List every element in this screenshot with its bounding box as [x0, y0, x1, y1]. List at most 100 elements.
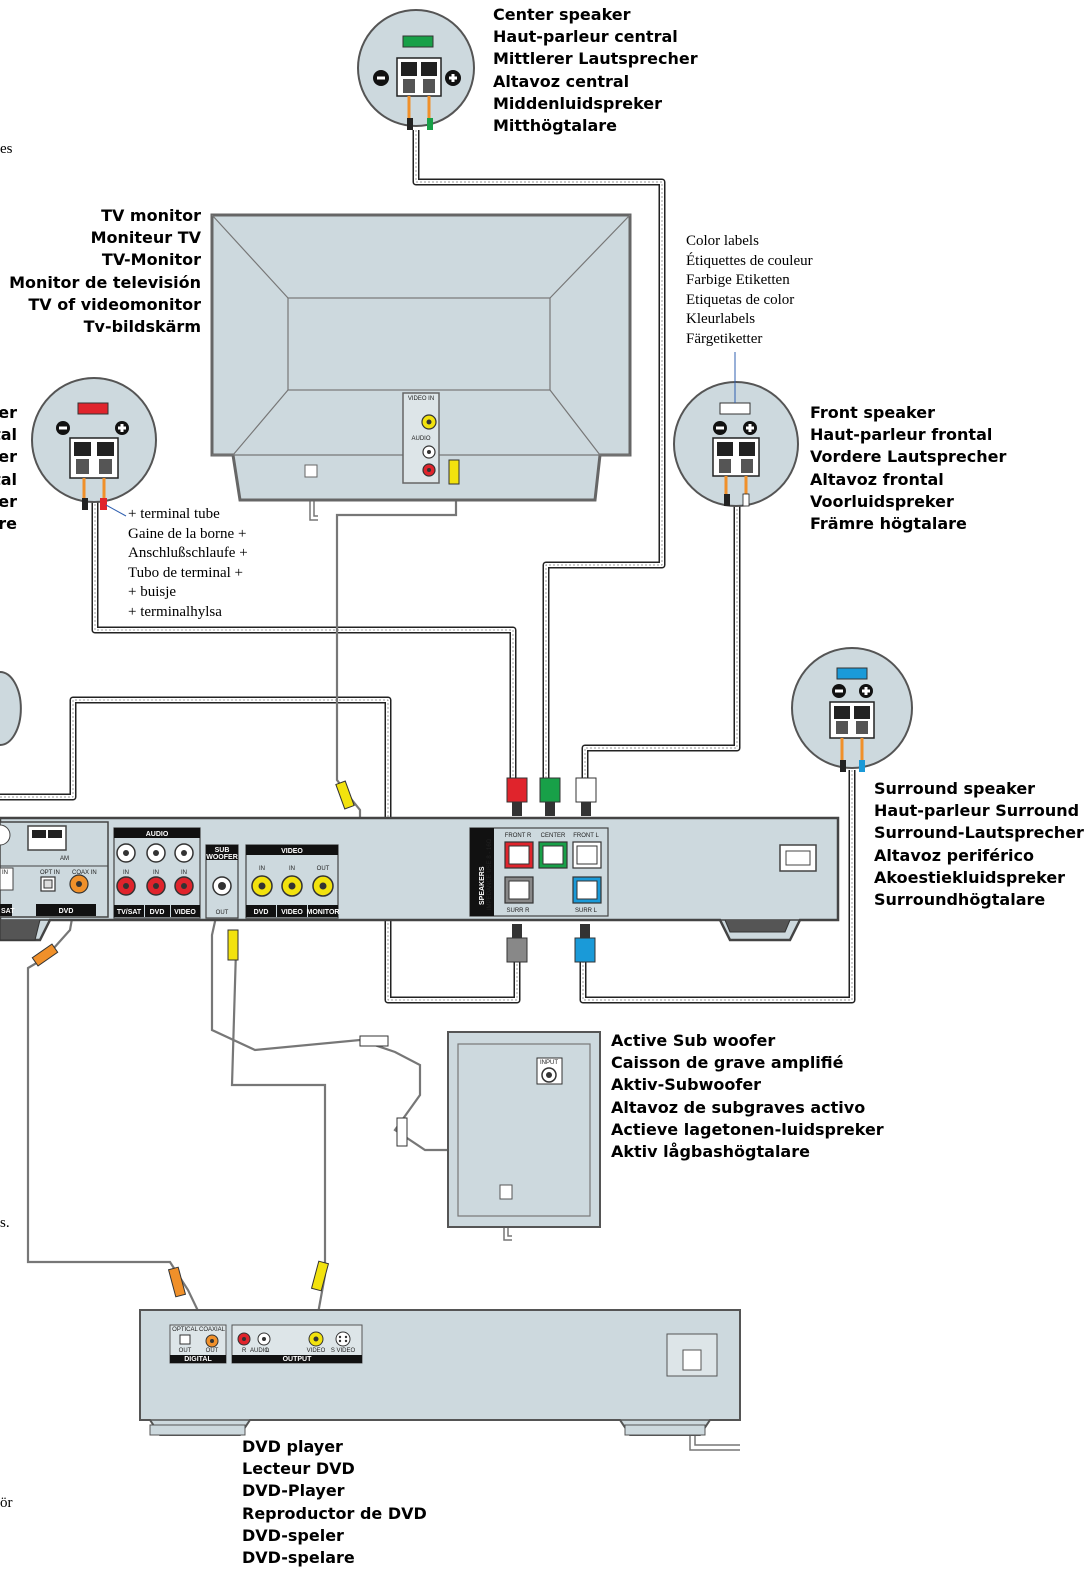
label-line: Anschlußschlaufe + [128, 545, 248, 562]
label-line: Front speaker [810, 403, 935, 422]
label-line: Tv-bildskärm [83, 317, 201, 337]
label-line: Voorluidspreker [810, 491, 954, 511]
am-label: AM [60, 856, 69, 862]
label-line: DVD player [242, 1437, 343, 1456]
active-subwoofer-label: Active Sub woofer Caisson de grave ampli… [611, 1030, 884, 1163]
label-line: Etiquetas de color [686, 291, 795, 308]
label-line: Haut-parleur frontal [810, 425, 993, 445]
label-line: Étiquettes de couleur [686, 252, 813, 269]
label-line: Tubo de terminal + [128, 564, 243, 581]
label-line: tal [0, 425, 17, 445]
coax-in-label: COAX IN [72, 870, 97, 876]
label-line: Moniteur TV [90, 228, 201, 248]
edge-fragment: es [0, 141, 13, 157]
center-label: CENTER [541, 833, 566, 839]
surround-speaker-label: Surround speaker Haut-parleur Surround S… [874, 778, 1084, 911]
label-line: TV-Monitor [101, 250, 201, 270]
active-subwoofer: INPUT [447, 1031, 601, 1228]
woofer-label: WOOFER [206, 854, 238, 861]
tv-sat-label: TV/SAT [117, 909, 142, 916]
label-line: Mittlerer Lautsprecher [493, 49, 698, 69]
front-r-label: FRONT R [505, 833, 532, 839]
opt-in-label: OPT IN [40, 870, 60, 876]
rca-plugs [31, 780, 408, 1298]
label-line: Haut-parleur Surround [874, 801, 1080, 821]
video-in-label-1: IN [259, 866, 265, 872]
edge-fragment: s. [0, 1215, 10, 1231]
impedance-label: IMPEDANCE USE 8 - 16Ω [487, 838, 493, 910]
in-label-3: IN [153, 870, 159, 876]
output-label: OUTPUT [283, 1356, 313, 1363]
label-line: Center speaker [493, 5, 631, 24]
video-label-1: VIDEO [174, 909, 196, 916]
subwoofer-input-label: INPUT [540, 1060, 558, 1066]
dvd-coaxial-out: OUT [206, 1348, 219, 1354]
label-line: Aktiv-Subwoofer [611, 1075, 762, 1095]
dvd-label-3: DVD [254, 909, 269, 916]
video-out-label: OUT [317, 866, 330, 872]
label-line: Lecteur DVD [242, 1459, 355, 1479]
tv-monitor: VIDEO IN AUDIO [210, 213, 632, 502]
label-line: + terminal tube [128, 506, 220, 522]
front-speaker-left-label: er tal er tal er re [0, 402, 17, 535]
label-line: re [0, 514, 17, 534]
video-label-3: VIDEO [281, 909, 303, 916]
label-line: TV monitor [101, 206, 201, 225]
label-line: Surround-Lautsprecher [874, 823, 1084, 843]
label-line: Vordere Lautsprecher [810, 447, 1007, 467]
edge-fragment: ör [0, 1495, 13, 1511]
label-line: Middenluidspreker [493, 93, 663, 113]
label-line: Reproductor de DVD [242, 1503, 427, 1523]
in-label-1: IN [2, 870, 8, 876]
surround-speaker-terminals [791, 647, 913, 772]
av-receiver: AM IN OPT IN COAX IN SAT DVD AUDIO IN IN… [0, 816, 840, 942]
center-speaker-label: Center speaker Haut-parleur central Mitt… [493, 4, 698, 137]
terminal-tube-note: + terminal tube Gaine de la borne + Ansc… [128, 505, 248, 623]
front-speaker-right-terminals [673, 352, 799, 507]
label-line: DVD-spelare [242, 1548, 355, 1568]
dvd-audio-label: AUDIO [250, 1348, 269, 1354]
dvd-l-label: L [266, 1348, 270, 1354]
label-line: Kleurlabels [686, 311, 756, 328]
label-line: tal [0, 469, 17, 489]
label-line: TV of videomonitor [28, 294, 201, 314]
label-line: Främre högtalare [810, 514, 967, 534]
coaxial-label: COAXIAL [199, 1327, 226, 1333]
dvd-video-label: VIDEO [307, 1348, 326, 1354]
in-label-2: IN [123, 870, 129, 876]
label-line: Surroundhögtalare [874, 890, 1046, 910]
label-line: Monitor de televisión [9, 272, 201, 292]
label-line: + buisje [128, 584, 177, 601]
label-line: Akoestiekluidspreker [874, 867, 1066, 887]
digital-label: DIGITAL [184, 1356, 212, 1363]
label-line: Mitthögtalare [493, 116, 618, 136]
label-line: er [0, 491, 17, 511]
tv-monitor-label: TV monitor Moniteur TV TV-Monitor Monito… [9, 205, 201, 338]
center-speaker-terminals [357, 9, 475, 130]
dvd-label-1: DVD [59, 908, 74, 915]
tv-audio-label: AUDIO [411, 436, 430, 442]
dvd-optical-out: OUT [179, 1348, 192, 1354]
front-speaker-right-label: Front speaker Haut-parleur frontal Vorde… [810, 402, 1006, 535]
dvd-r-label: R [242, 1348, 247, 1354]
dvd-s-video-label: S VIDEO [331, 1348, 356, 1354]
dvd-label-2: DVD [150, 909, 165, 916]
speakers-label: SPEAKERS [479, 866, 486, 905]
dvd-player: OPTICAL COAXIAL OUT OUT DIGITAL R AUDIO … [139, 1309, 741, 1436]
sub-label: SUB [215, 847, 230, 854]
speaker-cables [0, 130, 856, 1004]
label-line: Actieve lagetonen-luidspreker [611, 1119, 884, 1139]
video-label-2: VIDEO [281, 848, 303, 855]
label-line: Haut-parleur central [493, 27, 678, 47]
surr-l-label: SURR L [575, 908, 598, 914]
label-line: Farbige Etiketten [686, 272, 790, 289]
front-speaker-left-terminals [31, 377, 157, 517]
label-line: DVD-Player [242, 1481, 345, 1501]
label-line: Aktiv lågbashögtalare [611, 1142, 810, 1162]
label-line: Altavoz central [493, 71, 630, 91]
sub-out-label: OUT [216, 910, 229, 916]
color-labels-note: Color labels Étiquettes de couleur Farbi… [686, 232, 813, 350]
sat-label: SAT [1, 908, 15, 915]
optical-label: OPTICAL [172, 1327, 198, 1333]
